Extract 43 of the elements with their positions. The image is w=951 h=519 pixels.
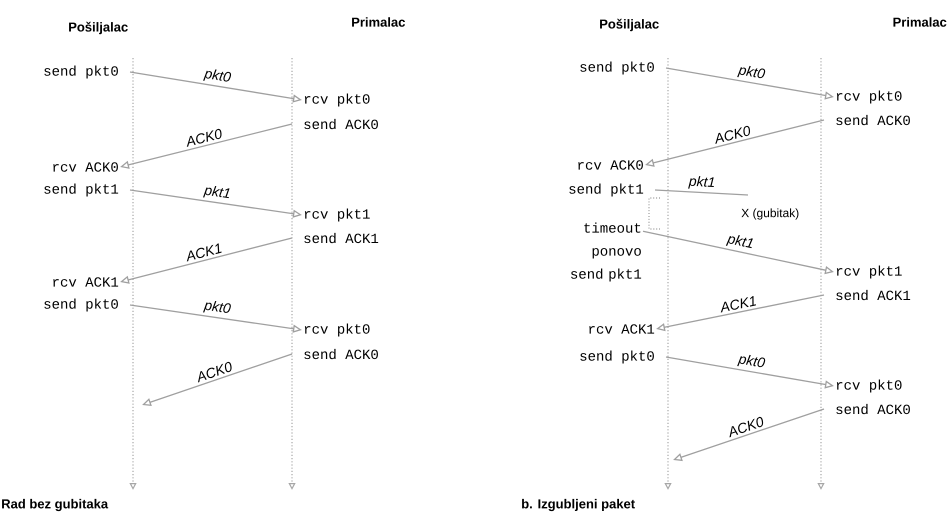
edge-label: pkt0 [203, 69, 232, 82]
event-text: rcv pkt0 [304, 323, 370, 337]
column-heading: Pošiljalac [600, 18, 659, 32]
edge-label: pkt1 [726, 235, 753, 248]
event-text: send ACK0 [836, 114, 910, 126]
event-text: rcv ACK0 [578, 160, 643, 170]
edge-label: pkt1 [688, 176, 714, 189]
edge-label: pkt1 [203, 186, 230, 198]
caption: Rad bez gubitaka [2, 498, 108, 512]
edge-label: ACK0 [715, 126, 750, 144]
event-text: timeout ponovo send pkt1 [571, 222, 642, 282]
event-text: send pkt0 [44, 65, 118, 79]
event-text: rcv pkt0 [304, 93, 370, 107]
event-text: send pkt0 [44, 298, 118, 312]
edge-label: pkt0 [737, 66, 766, 78]
event-text: send pkt1 [44, 183, 118, 197]
edge-label: ACK0 [729, 416, 764, 438]
column-heading: Primalac [352, 17, 406, 27]
loss-note: X (gubitak) [741, 208, 798, 220]
event-text: rcv ACK1 [53, 277, 118, 287]
event-text: send ACK0 [304, 118, 378, 130]
event-text: rcv pkt0 [836, 90, 902, 104]
column-heading: Pošiljalac [69, 22, 128, 34]
event-text: send ACK0 [836, 404, 910, 414]
event-text: rcv pkt0 [836, 379, 902, 393]
edge-label: ACK1 [186, 243, 222, 262]
event-text: rcv ACK0 [53, 162, 118, 172]
event-text: rcv pkt1 [304, 208, 370, 222]
event-text: send pkt0 [580, 61, 654, 75]
event-text: send ACK0 [304, 348, 378, 360]
event-text: rcv ACK1 [589, 324, 654, 334]
event-text: rcv pkt1 [836, 265, 902, 279]
event-text: send pkt1 [569, 183, 644, 197]
event-text: send ACK1 [304, 232, 378, 244]
event-text: send ACK1 [836, 290, 910, 300]
edge-label: ACK0 [198, 362, 232, 382]
edge-label: pkt0 [737, 354, 766, 368]
column-heading: Primalac [893, 17, 946, 27]
caption: b. Izgubljeni paket [522, 498, 635, 512]
edge-label: ACK1 [720, 296, 756, 312]
edge-label: ACK0 [186, 128, 222, 147]
edge-label: pkt0 [203, 300, 231, 313]
event-text: send pkt0 [580, 350, 654, 364]
